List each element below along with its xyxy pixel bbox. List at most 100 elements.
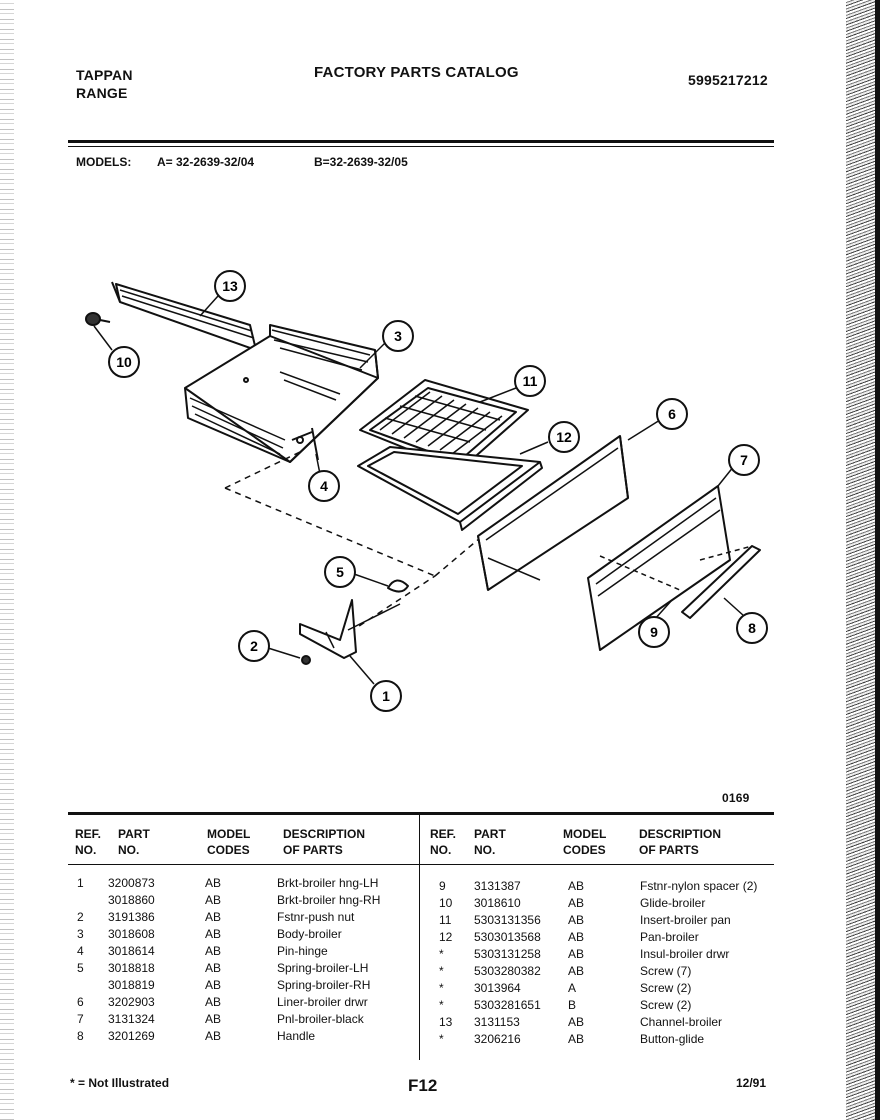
revision-date: 12/91 xyxy=(736,1076,767,1090)
model-codes-cell: AB xyxy=(568,1015,585,1029)
models-label: MODELS: xyxy=(76,155,132,169)
brand-line-2: RANGE xyxy=(76,85,128,101)
callout-1-label: 1 xyxy=(382,688,390,704)
ref-cell: * xyxy=(439,947,444,961)
callout-12: 12 xyxy=(548,421,580,453)
callout-4-label: 4 xyxy=(320,478,328,494)
part-number-cell: 3018614 xyxy=(108,944,155,958)
description-cell: Screw (7) xyxy=(640,964,692,978)
callout-6: 6 xyxy=(656,398,688,430)
panel-broiler-part xyxy=(587,485,731,651)
ref-cell: 9 xyxy=(439,879,446,893)
ref-cell: 3 xyxy=(77,927,84,941)
ref-cell: 8 xyxy=(77,1029,84,1043)
part-number-cell: 3131324 xyxy=(108,1012,155,1026)
model-codes-cell: AB xyxy=(568,913,585,927)
model-a: A= 32-2639-32/04 xyxy=(157,155,255,169)
ref-cell: * xyxy=(439,981,444,995)
part-number-cell: 3202903 xyxy=(108,995,155,1009)
exploded-parts-diagram: 13 10 3 11 6 12 4 7 5 2 9 8 1 xyxy=(85,270,768,712)
callout-5: 5 xyxy=(324,556,356,588)
callout-11: 11 xyxy=(514,365,546,397)
part-number-cell: 3013964 xyxy=(474,981,521,995)
ref-cell: * xyxy=(439,998,444,1012)
description-cell: Handle xyxy=(277,1029,316,1043)
part-number-cell: 5303131258 xyxy=(474,947,541,961)
part-number-cell: 5303131356 xyxy=(474,913,541,927)
brand-block: TAPPAN RANGE xyxy=(76,66,133,102)
callout-5-label: 5 xyxy=(336,564,344,580)
callout-9-label: 9 xyxy=(650,624,658,640)
description-cell: Pnl-broiler-black xyxy=(277,1012,364,1026)
description-cell: Button-glide xyxy=(640,1032,705,1046)
model-codes-cell: AB xyxy=(205,995,222,1009)
part-number-cell: 3018819 xyxy=(108,978,155,992)
part-number-cell: 5303013568 xyxy=(474,930,541,944)
part-number-cell: 3018610 xyxy=(474,896,521,910)
ref-cell: * xyxy=(439,964,444,978)
part-number-cell: 3201269 xyxy=(108,1029,155,1043)
model-b: B=32-2639-32/05 xyxy=(314,155,408,169)
description-cell: Screw (2) xyxy=(640,981,692,995)
model-codes-cell: AB xyxy=(568,964,585,978)
model-codes-cell: AB xyxy=(205,1012,222,1026)
model-codes-cell: AB xyxy=(568,879,585,893)
channel-broiler-part xyxy=(111,281,257,351)
model-codes-cell: AB xyxy=(568,896,585,910)
model-codes-cell: AB xyxy=(568,930,585,944)
catalog-number: 5995217212 xyxy=(688,72,768,88)
model-codes-cell: AB xyxy=(205,927,222,941)
callout-13: 13 xyxy=(214,270,246,302)
callout-10: 10 xyxy=(108,346,140,378)
header-rule-thin xyxy=(68,146,774,147)
callout-2-label: 2 xyxy=(250,638,258,654)
callout-3-label: 3 xyxy=(394,328,402,344)
description-cell: Channel-broiler xyxy=(640,1015,723,1029)
ref-cell: 11 xyxy=(439,913,452,927)
part-number-cell: 3131153 xyxy=(474,1015,520,1029)
ref-cell: 7 xyxy=(77,1012,84,1026)
callout-2: 2 xyxy=(238,630,270,662)
model-codes-cell: AB xyxy=(205,910,222,924)
description-cell: Screw (2) xyxy=(640,998,692,1012)
part-number-cell: 3018608 xyxy=(108,927,155,941)
ref-cell: 5 xyxy=(77,961,84,975)
ref-cell: 4 xyxy=(77,944,84,958)
callout-10-label: 10 xyxy=(116,354,132,370)
model-codes-cell: AB xyxy=(205,1029,222,1043)
part-number-cell: 5303280382 xyxy=(474,964,541,978)
pan-broiler-part xyxy=(357,446,543,531)
scan-edge-left xyxy=(0,0,14,1120)
description-cell: Fstnr-push nut xyxy=(277,910,355,924)
description-cell: Pin-hinge xyxy=(277,944,328,958)
model-codes-cell: AB xyxy=(568,947,585,961)
model-codes-cell: AB xyxy=(205,893,222,907)
liner-broiler-drawer-part xyxy=(477,435,629,591)
callout-7: 7 xyxy=(728,444,760,476)
callout-3: 3 xyxy=(382,320,414,352)
ref-cell: 2 xyxy=(77,910,84,924)
model-codes-cell: AB xyxy=(205,978,222,992)
part-number-cell: 3200873 xyxy=(108,876,155,890)
part-number-cell: 3206216 xyxy=(474,1032,521,1046)
pin-hinge-part xyxy=(291,427,319,461)
page-title: FACTORY PARTS CATALOG xyxy=(314,64,519,81)
description-cell: Insul-broiler drwr xyxy=(640,947,730,961)
handle-part xyxy=(681,545,761,619)
model-codes-cell: A xyxy=(568,981,577,995)
model-codes-cell: AB xyxy=(205,944,222,958)
push-nut-part xyxy=(301,655,311,665)
description-cell: Fstnr-nylon spacer (2) xyxy=(640,879,758,893)
ref-cell: * xyxy=(439,1032,444,1046)
description-cell: Spring-broiler-RH xyxy=(277,978,371,992)
description-cell: Liner-broiler drwr xyxy=(277,995,368,1009)
table-rule-header xyxy=(68,864,774,865)
right-header-ref: REF.NO. xyxy=(430,827,457,857)
spring-broiler-part xyxy=(387,579,409,593)
leader-lines xyxy=(93,295,745,685)
